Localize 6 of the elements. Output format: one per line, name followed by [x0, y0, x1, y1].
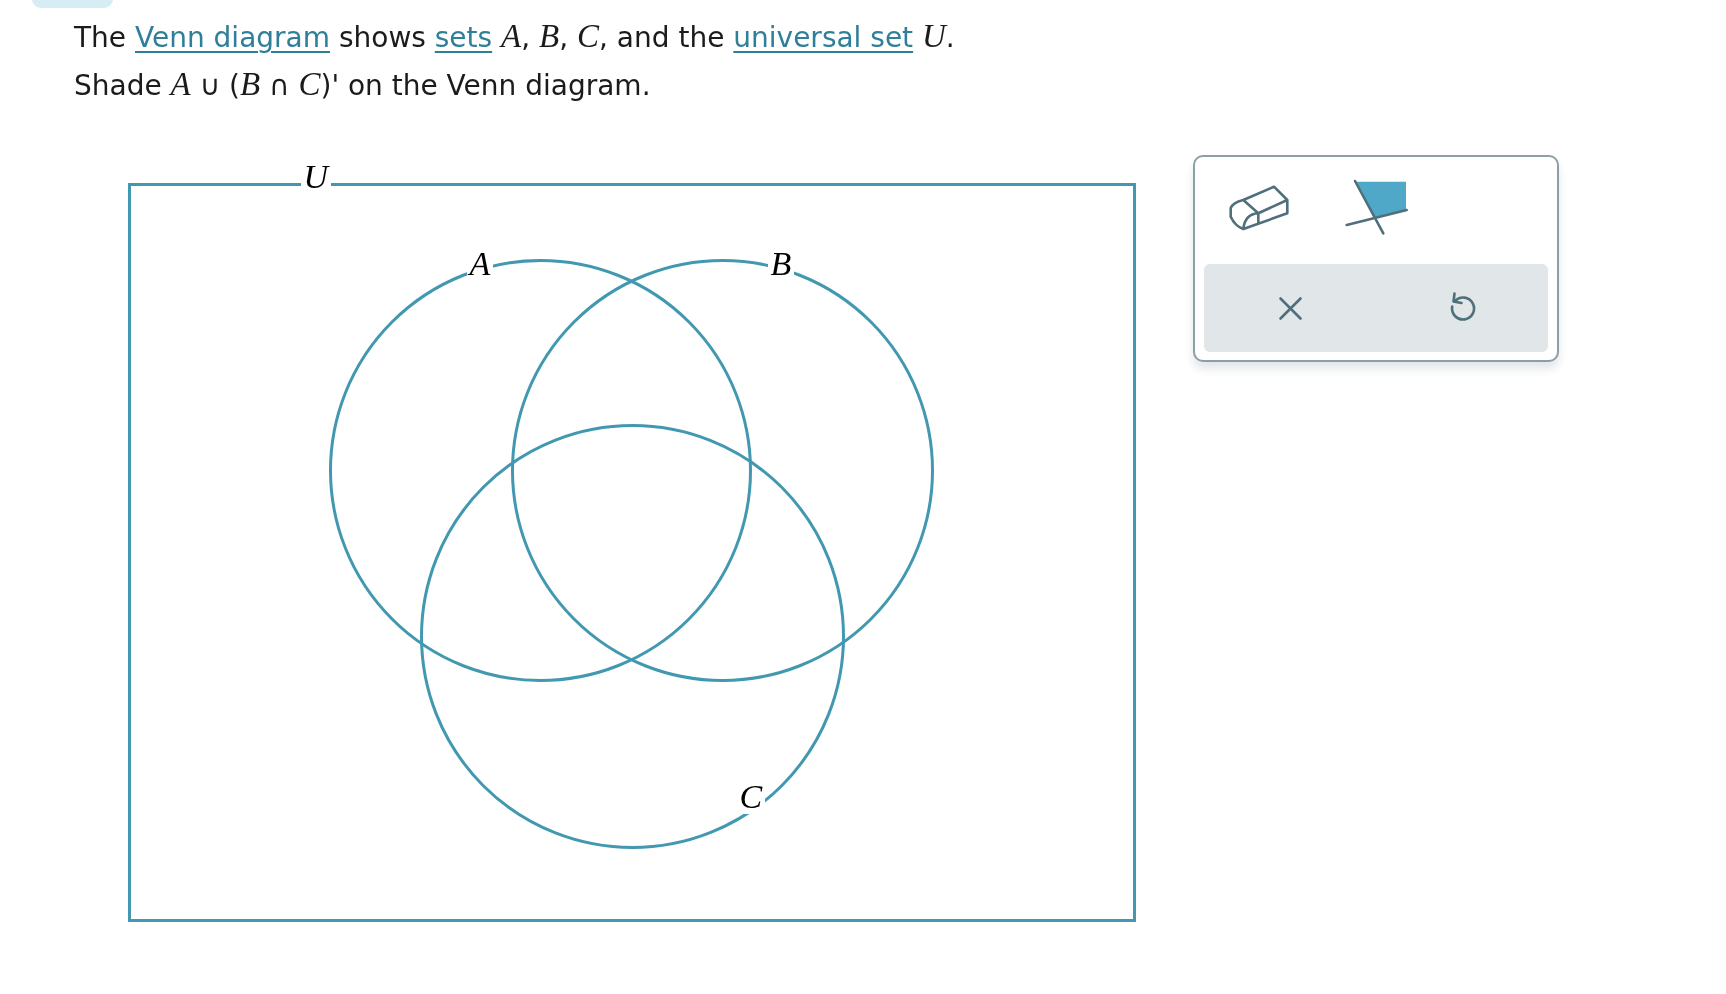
link: Venn diagram: [135, 21, 330, 54]
link: universal set: [733, 21, 914, 54]
instruction-text: The Venn diagram shows sets A, B, C, and the universal set U.: [74, 18, 955, 56]
link: sets: [434, 21, 493, 54]
set-circle: [419, 423, 845, 849]
instruction-text: Shade A ∪ (B ∩ C)' on the Venn diagram.: [74, 66, 651, 104]
